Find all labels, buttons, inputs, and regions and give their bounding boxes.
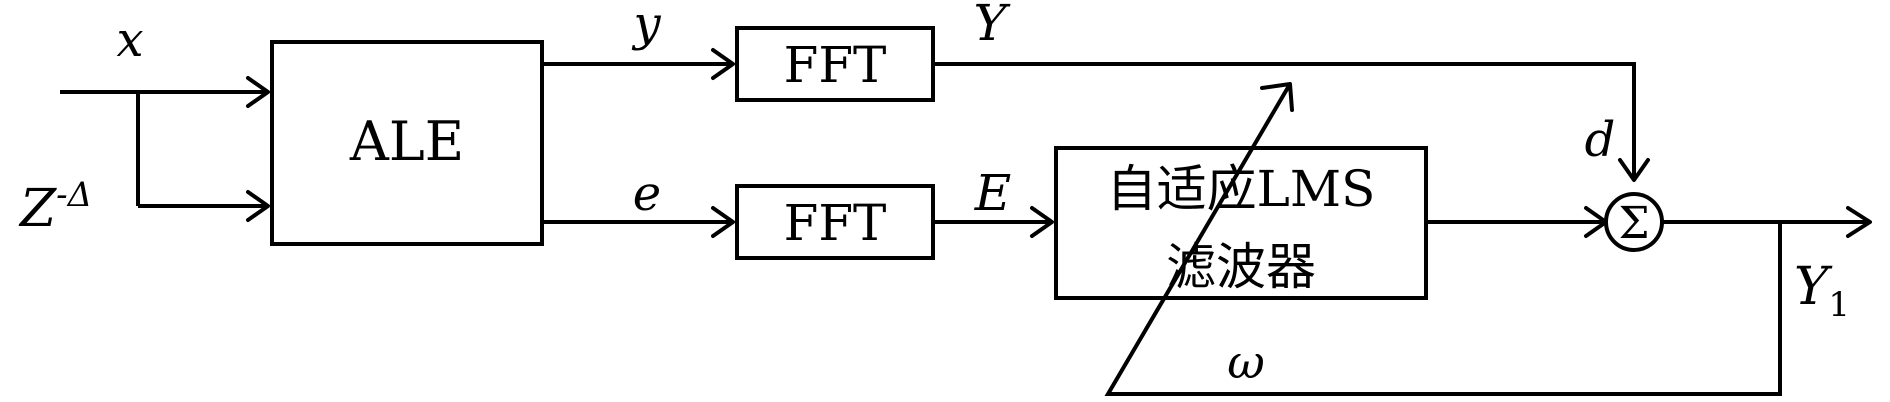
- label-e: e: [633, 166, 661, 222]
- arrow-output: [1846, 206, 1872, 238]
- label-x: x: [116, 12, 143, 68]
- label-delay-sup: -Δ: [56, 175, 92, 215]
- arrow-summer-top-in: [1618, 158, 1650, 182]
- arrow-lms-in: [1030, 206, 1054, 238]
- label-Y: Y: [973, 0, 1010, 52]
- label-Y1-base: Y: [1794, 257, 1833, 317]
- label-E: E: [974, 164, 1012, 222]
- wire-Y-to-summer: [933, 62, 1636, 180]
- arrow-fft-bottom-in: [711, 206, 735, 238]
- label-delay: Z-Δ: [18, 175, 92, 239]
- label-Y1-sub: 1: [1828, 285, 1850, 325]
- arrow-adaptation: [1260, 82, 1294, 112]
- fft-bottom-label: FFT: [784, 194, 887, 252]
- label-d: d: [1585, 112, 1616, 168]
- fft-top-label: FFT: [784, 36, 887, 94]
- label-y: y: [631, 0, 661, 52]
- arrow-fft-top-in: [711, 48, 735, 80]
- arrow-ale-in-bottom: [246, 190, 270, 222]
- fft-block-top: [735, 26, 935, 102]
- ale-label: ALE: [349, 110, 464, 173]
- fft-block-bottom: [735, 184, 935, 260]
- label-omega: ω: [1227, 335, 1265, 389]
- arrow-ale-in-top: [246, 76, 270, 108]
- lms-filter-block: [1054, 146, 1428, 300]
- ale-block: [270, 40, 544, 246]
- label-delay-base: Z: [18, 179, 57, 239]
- wire-feedback-omega: [1104, 82, 1782, 396]
- label-Y1: Y1: [1794, 257, 1850, 325]
- lms-label-line2: 滤波器: [1166, 238, 1316, 296]
- summer-sigma: Σ: [1618, 198, 1649, 249]
